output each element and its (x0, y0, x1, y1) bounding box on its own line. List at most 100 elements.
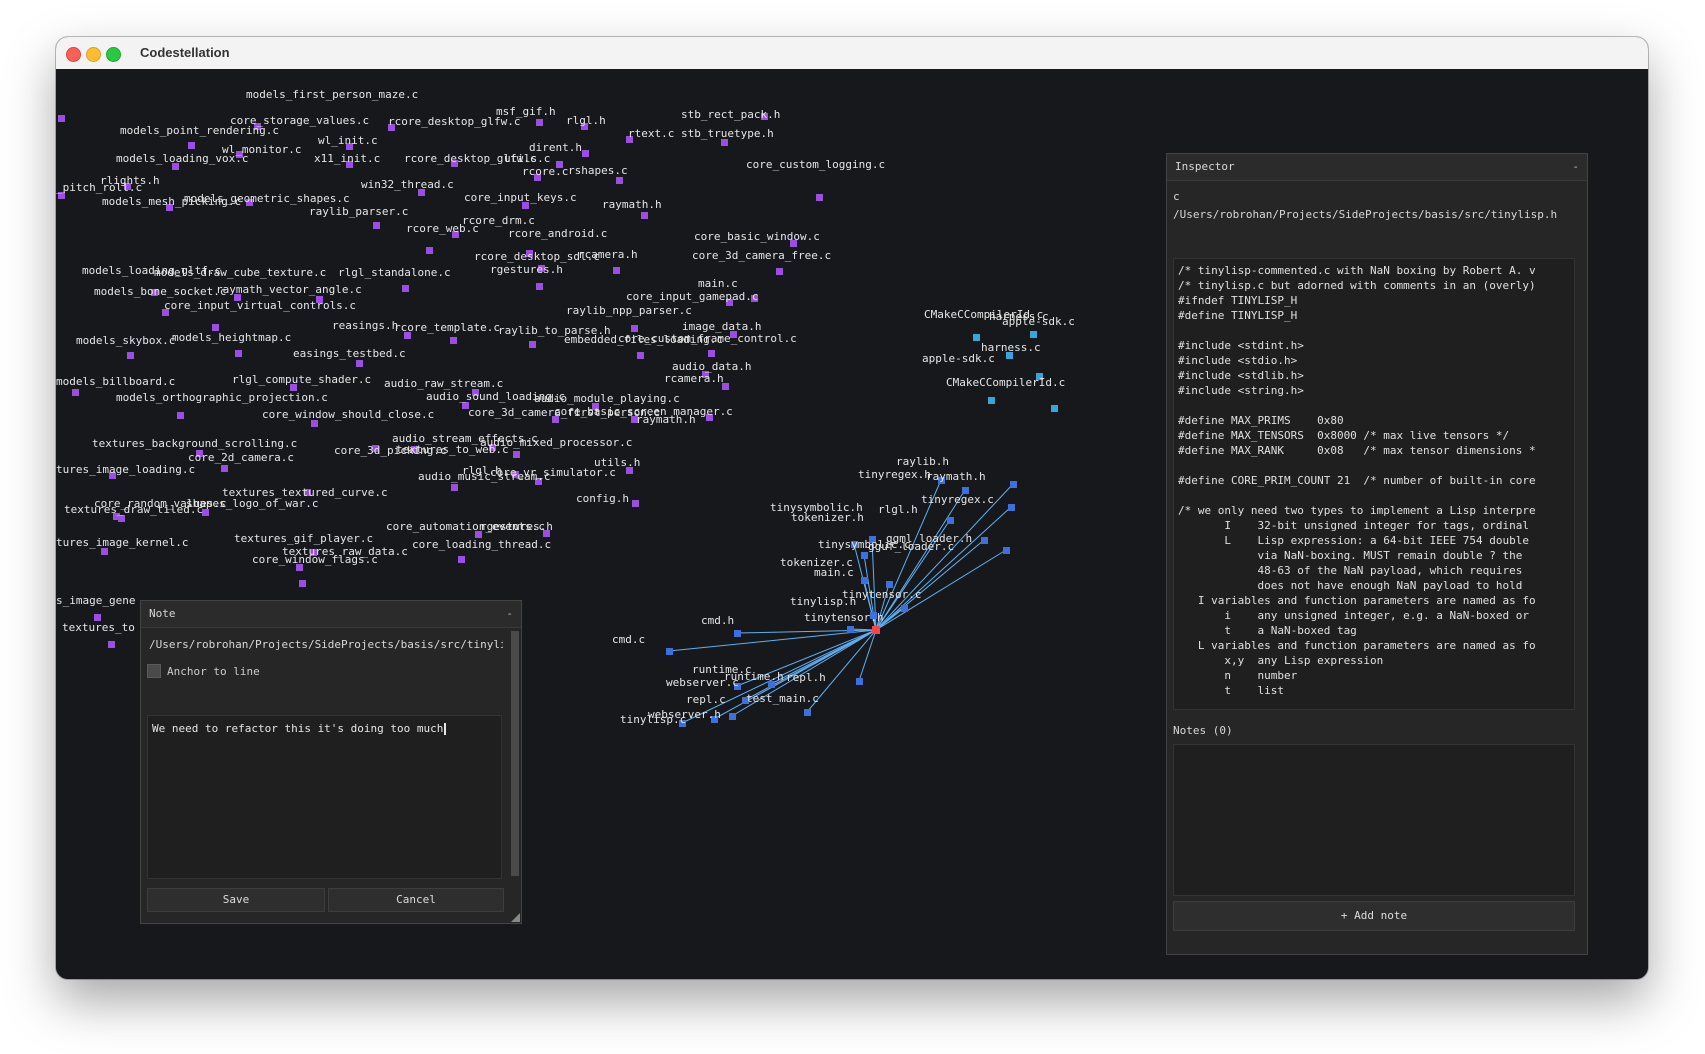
graph-node-label[interactable]: core_3d_camera_free.c (692, 249, 831, 262)
graph-node-label[interactable]: msf_gif.h (496, 105, 556, 118)
graph-node[interactable] (538, 265, 545, 272)
graph-node-label[interactable]: core_window_should_close.c (262, 408, 434, 421)
graph-node-label[interactable]: _pitch_roll.c (56, 181, 142, 194)
graph-node-label[interactable]: shapes_logo_of_war.c (186, 497, 318, 510)
graph-node-label[interactable]: core_input_gamepad.c (626, 290, 758, 303)
graph-node-label[interactable]: core_3d_picking.c (334, 444, 447, 457)
graph-node-label[interactable]: rcore.c (522, 165, 568, 178)
graph-node[interactable] (475, 531, 482, 538)
graph-node[interactable] (556, 161, 563, 168)
graph-node[interactable] (711, 716, 718, 723)
graph-node[interactable] (458, 556, 465, 563)
graph-node[interactable] (536, 119, 543, 126)
graph-node-label[interactable]: tinyregex.c (921, 493, 994, 506)
graph-node-label[interactable]: core_2d_camera.c (188, 451, 294, 464)
graph-node-label[interactable]: rcore_desktop_glfw.c (388, 115, 520, 128)
graph-node[interactable] (522, 202, 529, 209)
graph-node-label[interactable]: raylib.h (896, 455, 949, 468)
graph-node[interactable] (730, 331, 737, 338)
graph-node[interactable] (1006, 352, 1013, 359)
graph-node[interactable] (472, 389, 479, 396)
graph-node-label[interactable]: CMakeCCompilerId.c (924, 308, 1043, 321)
graph-node[interactable] (512, 471, 519, 478)
graph-node[interactable] (536, 283, 543, 290)
graph-node-label[interactable]: core_vr_simulator.c (490, 466, 616, 479)
graph-node-label[interactable]: models_bone_socket.c (94, 285, 226, 298)
graph-node-label[interactable]: core_window_flags.c (252, 553, 378, 566)
graph-node[interactable] (1008, 504, 1015, 511)
graph-node-label[interactable]: models_loading_vox.c (116, 152, 248, 165)
graph-node-label[interactable]: rlgl.h (462, 464, 502, 477)
graph-node[interactable] (101, 548, 108, 555)
graph-node[interactable] (58, 192, 65, 199)
graph-node[interactable] (861, 552, 868, 559)
graph-node-label[interactable]: win32_thread.c (361, 178, 454, 191)
graph-node[interactable] (94, 614, 101, 621)
graph-node[interactable] (721, 139, 728, 146)
graph-node-label[interactable]: core_automation_events.c (386, 520, 545, 533)
graph-node-label[interactable]: stb_rect_pack.h (681, 108, 780, 121)
graph-node[interactable] (450, 337, 457, 344)
graph-node[interactable] (768, 681, 775, 688)
graph-node[interactable] (973, 334, 980, 341)
graph-node-label[interactable]: embedded_files_loading.c (564, 333, 723, 346)
inspector-panel-header[interactable]: Inspector - (1167, 154, 1587, 181)
graph-node-label[interactable]: wl_init.c (318, 134, 378, 147)
graph-node[interactable] (726, 299, 733, 306)
graph-node-label[interactable]: models_geometric_shapes.c (184, 192, 350, 205)
graph-node-label[interactable]: tinytensor.h (804, 611, 883, 624)
graph-node[interactable] (641, 212, 648, 219)
note-panel-header[interactable]: Note - (141, 601, 521, 628)
graph-node[interactable] (234, 294, 241, 301)
graph-node[interactable] (346, 143, 353, 150)
graph-node-label[interactable]: textures_background_scrolling.c (92, 437, 297, 450)
graph-node-label[interactable]: main.c (814, 566, 854, 579)
graph-node[interactable] (118, 515, 125, 522)
graph-node[interactable] (108, 641, 115, 648)
graph-node-label[interactable]: core_basic_window.c (694, 230, 820, 243)
graph-node-label[interactable]: models_skybox.c (76, 334, 175, 347)
note-text-input[interactable]: We need to refactor this it's doing too … (147, 715, 502, 879)
graph-node-label[interactable]: core_custom_frame_control.c (618, 332, 797, 345)
graph-node-label[interactable]: core_input_virtual_controls.c (164, 299, 356, 312)
graph-node[interactable] (221, 465, 228, 472)
graph-node-label[interactable]: apple-sdk.c (922, 352, 995, 365)
graph-node-label[interactable]: tokenizer.h (791, 511, 864, 524)
graph-node[interactable] (489, 444, 496, 451)
graph-node-label[interactable]: easings_testbed.c (293, 347, 406, 360)
graph-node[interactable] (109, 472, 116, 479)
graph-node[interactable] (236, 151, 243, 158)
graph-node[interactable] (761, 113, 768, 120)
graph-node-label[interactable]: runtime.h (724, 670, 784, 683)
graph-node-label[interactable]: webserver.c (666, 676, 739, 689)
graph-node[interactable] (196, 450, 203, 457)
graph-node[interactable] (742, 697, 749, 704)
graph-node-label[interactable]: raylib_parser.c (309, 205, 408, 218)
graph-node-label[interactable]: apple-sdk.c (1002, 315, 1075, 328)
graph-node[interactable] (751, 295, 758, 302)
graph-node-label[interactable]: tures_image_loading.c (56, 463, 195, 476)
graph-node[interactable] (776, 268, 783, 275)
graph-node-label[interactable]: textures_raw_data.c (282, 545, 408, 558)
graph-node-label[interactable]: cmd.c (612, 633, 645, 646)
graph-node[interactable] (402, 285, 409, 292)
graph-node-label[interactable]: tinylisp.h (790, 595, 856, 608)
graph-node-label[interactable]: rcore_desktop_glfw.c (404, 152, 536, 165)
graph-node-label[interactable]: ggml_loader.h (886, 532, 972, 545)
graph-node-label[interactable]: core_3d_camera_first_person.c (468, 406, 660, 419)
graph-node-label[interactable]: rlgl.h (566, 114, 606, 127)
graph-node-label[interactable]: models_point_rendering.c (120, 124, 279, 137)
graph-node-label[interactable]: rlights.h (100, 174, 160, 187)
graph-node-label[interactable]: raymath_vector_angle.c (216, 283, 362, 296)
graph-node-label[interactable]: textures_to (62, 621, 135, 634)
minimize-window-button[interactable] (86, 47, 101, 62)
graph-node-label[interactable]: rtext.c (628, 127, 674, 140)
graph-node-label[interactable]: harness.c (989, 310, 1049, 323)
graph-node-label[interactable]: gguf_loader.c (868, 540, 954, 553)
graph-node[interactable] (316, 296, 323, 303)
graph-node-label[interactable]: models_mesh_picking.c (102, 195, 241, 208)
graph-node[interactable] (58, 115, 65, 122)
graph-node[interactable] (592, 403, 599, 410)
graph-node[interactable] (702, 371, 709, 378)
graph-node-label[interactable]: image_data.h (682, 320, 761, 333)
